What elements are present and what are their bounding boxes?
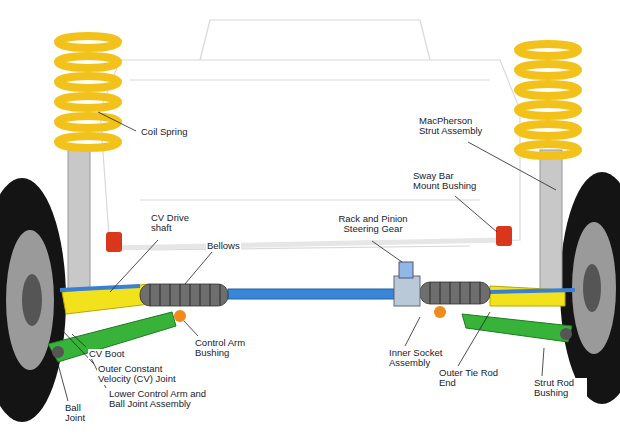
part-label: Sway Bar Mount Bushing xyxy=(412,171,482,192)
part-label: Lower Control Arm and Ball Joint Assembl… xyxy=(108,389,222,410)
part-label: CV Drive shaft xyxy=(150,213,204,234)
part-label: Coil Spring xyxy=(140,127,188,137)
part-label: Inner Socket Assembly xyxy=(388,348,454,369)
part-label: Rack and Pinion Steering Gear xyxy=(330,214,416,235)
part-label: Outer Constant Velocity (CV) Joint xyxy=(97,364,195,385)
part-label: Outer Tie Rod End xyxy=(438,368,502,389)
part-label: Ball Joint xyxy=(64,403,98,424)
part-label: Strut Rod Bushing xyxy=(533,378,587,399)
part-label: Control Arm Bushing xyxy=(194,338,258,359)
part-label: Bellows xyxy=(206,241,241,251)
part-label: CV Boot xyxy=(88,349,125,359)
part-label: MacPherson Strut Assembly xyxy=(418,116,494,137)
